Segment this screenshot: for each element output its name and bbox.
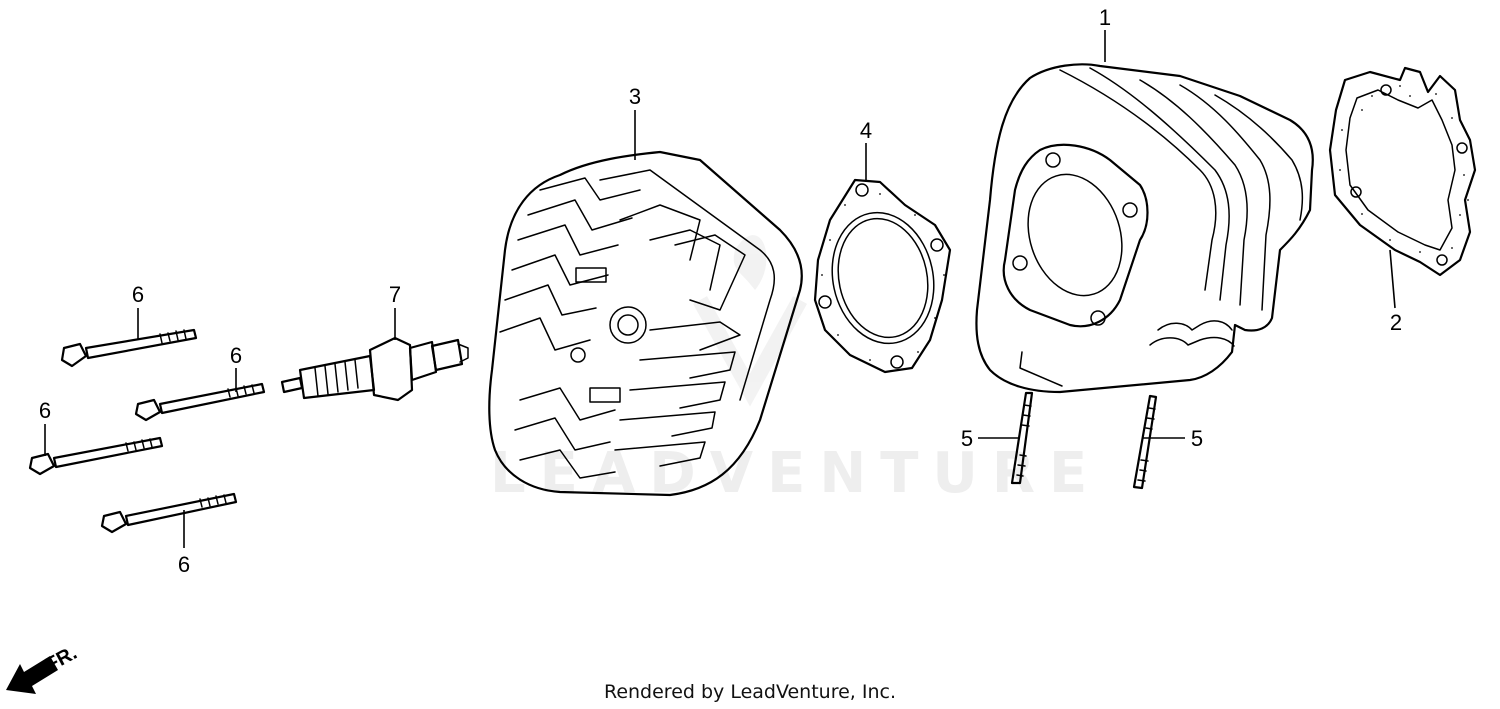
callout-bolt-d: 6 (178, 552, 190, 577)
leader-lines (44, 30, 1396, 548)
base-gasket[interactable] (1328, 66, 1477, 277)
bolt-d[interactable] (100, 492, 238, 534)
callout-stud-left: 5 (961, 426, 973, 451)
watermark-text: LEADVENTURE (490, 441, 1101, 506)
callout-cylinder-head: 3 (629, 84, 641, 109)
callout-spark-plug: 7 (389, 282, 401, 307)
bolt-c[interactable] (28, 436, 164, 476)
stud-left[interactable] (1010, 391, 1034, 485)
cylinder-head[interactable] (488, 150, 803, 497)
callout-base-gasket: 2 (1390, 310, 1402, 335)
callout-head-gasket: 4 (860, 118, 872, 143)
front-direction-indicator: FR. (6, 642, 81, 694)
front-arrow-icon (6, 656, 58, 694)
stud-right[interactable] (1132, 394, 1158, 490)
callout-bolt-c: 6 (39, 398, 51, 423)
render-credit: Rendered by LeadVenture, Inc. (604, 681, 896, 703)
callout-bolt-a: 6 (132, 282, 144, 307)
callout-bolt-b: 6 (230, 343, 242, 368)
callout-cylinder: 1 (1099, 5, 1111, 30)
head-gasket[interactable] (813, 178, 952, 374)
bolt-a[interactable] (60, 328, 198, 368)
spark-plug[interactable] (280, 336, 469, 402)
callout-stud-right: 5 (1191, 426, 1203, 451)
bolt-b[interactable] (134, 382, 266, 422)
cylinder[interactable] (975, 63, 1314, 394)
